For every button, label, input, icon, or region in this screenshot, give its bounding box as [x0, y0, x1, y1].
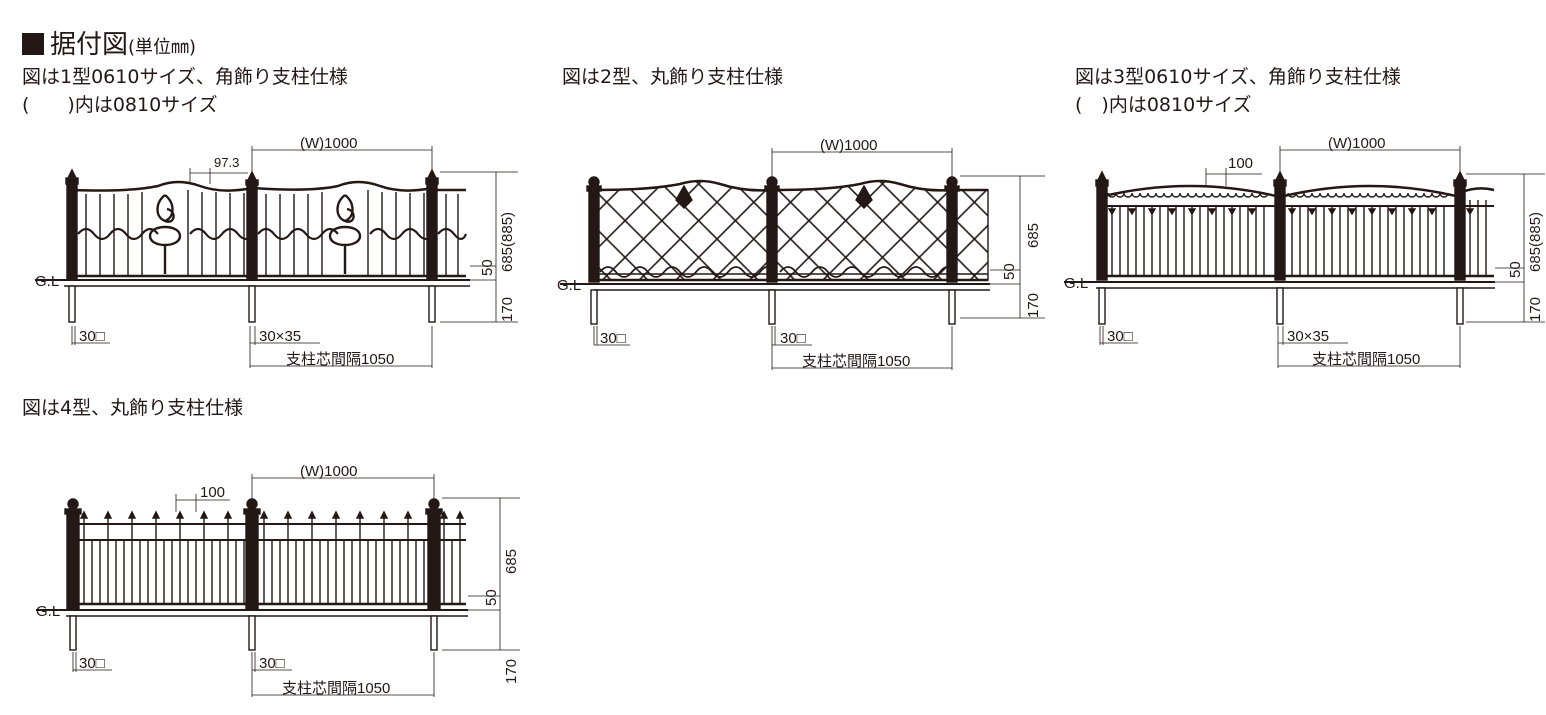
type1-post-b: 30×35: [259, 328, 301, 345]
type2-post-b: 30□: [780, 330, 806, 347]
type1-width-label: (W)1000: [300, 135, 358, 152]
page-title: 据付図(単位㎜): [22, 24, 196, 61]
type1-post-a: 30□: [79, 328, 105, 345]
type1-spacing-label: 97.3: [214, 155, 239, 170]
type3-post-a: 30□: [1107, 328, 1133, 345]
type2-width-label: (W)1000: [820, 137, 878, 154]
type3-spacing-label: 100: [1228, 155, 1253, 172]
type4-width-label: (W)1000: [300, 463, 358, 480]
type4-h50-label: 50: [483, 589, 500, 606]
type4-labels: (W)1000 100 685 50 170 G.L 30□ 30□ 支柱芯間隔…: [36, 463, 520, 697]
type4-spacing-label: 100: [200, 484, 225, 501]
type4-pitch-label: 支柱芯間隔1050: [282, 680, 390, 697]
type1-drawing: [35, 146, 518, 368]
type2-h170-label: 170: [1025, 293, 1042, 318]
type1-pitch-label: 支柱芯間隔1050: [286, 351, 394, 368]
type3-gl-label: G.L: [1064, 275, 1088, 292]
type4-height-label: 685: [503, 549, 520, 574]
type1-caption-note: ( )内は0810サイズ: [22, 94, 218, 116]
type3-caption: 図は3型0610サイズ、角飾り支柱仕様: [1075, 66, 1401, 88]
type2-gl-label: G.L: [557, 277, 581, 294]
type3-drawing: [1064, 146, 1545, 368]
title-text: 据付図: [50, 30, 129, 60]
type2-h50-label: 50: [1001, 263, 1018, 280]
type4-drawing: [36, 474, 520, 697]
unit-label: (単位㎜): [128, 37, 197, 58]
type4-gl-label: G.L: [36, 603, 60, 620]
type2-labels: (W)1000 685 50 170 G.L 30□ 30□ 支柱芯間隔1050: [557, 137, 1042, 370]
type4-post-a: 30□: [79, 655, 105, 672]
type3-height-label: 685(885): [1527, 212, 1544, 272]
type2-caption: 図は2型、丸飾り支柱仕様: [562, 66, 784, 88]
type4-caption: 図は4型、丸飾り支柱仕様: [22, 397, 244, 419]
type1-caption: 図は1型0610サイズ、角飾り支柱仕様: [22, 66, 348, 88]
type3-width-label: (W)1000: [1328, 135, 1386, 152]
type3-labels: (W)1000 100 685(885) 50 170 G.L 30□ 30×3…: [1064, 135, 1544, 368]
type3-post-b: 30×35: [1287, 328, 1329, 345]
type1-h50-label: 50: [479, 259, 496, 276]
type3-caption-note: ( )内は0810サイズ: [1075, 94, 1252, 116]
type4-h170-label: 170: [503, 659, 520, 684]
square-icon: [22, 33, 44, 55]
type1-gl-label: G.L: [35, 273, 59, 290]
type3-h170-label: 170: [1527, 297, 1544, 322]
type3-pitch-label: 支柱芯間隔1050: [1312, 351, 1420, 368]
type1-labels: (W)1000 97.3 685(885) 50 170 G.L 30□ 30×…: [35, 135, 516, 368]
type1-h170-label: 170: [499, 297, 516, 322]
type2-post-a: 30□: [600, 330, 626, 347]
type4-post-b: 30□: [259, 655, 285, 672]
type2-drawing: [560, 148, 1045, 370]
type2-pitch-label: 支柱芯間隔1050: [802, 353, 910, 370]
type2-height-label: 685: [1025, 223, 1042, 248]
type1-height-label: 685(885): [499, 212, 516, 272]
type3-h50-label: 50: [1507, 261, 1524, 278]
